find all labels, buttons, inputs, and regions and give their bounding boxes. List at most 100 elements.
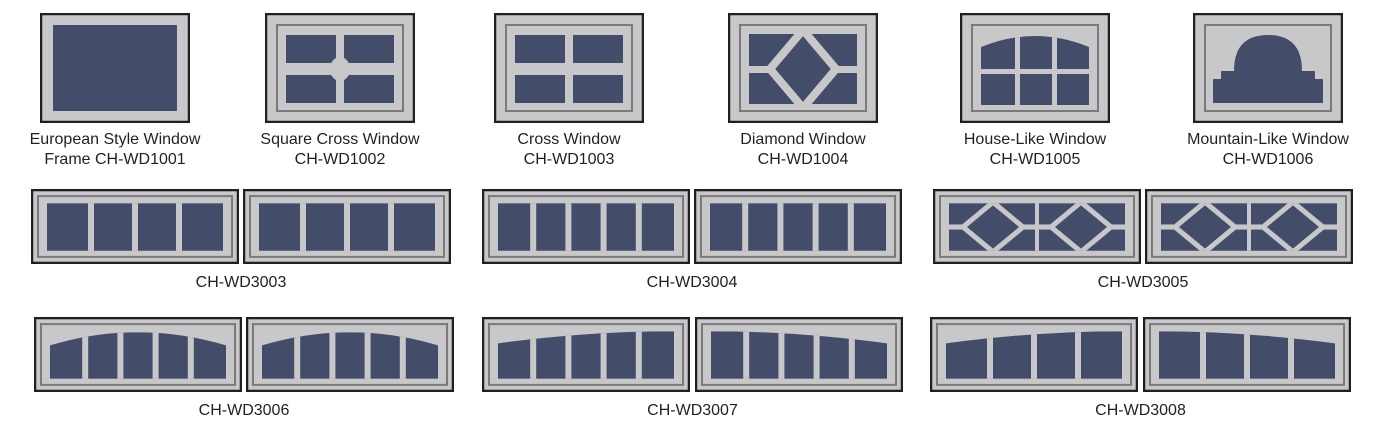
muntin-bar (187, 332, 194, 379)
window-diamond-panel (1145, 189, 1353, 264)
window-mountain (1193, 13, 1343, 123)
trim-line (700, 195, 896, 258)
window-frame (494, 13, 644, 123)
window-code-label: CH-WD3007 (647, 402, 738, 419)
muntin-bar (1200, 331, 1206, 379)
muntin-bar (847, 203, 854, 251)
muntin-bar (565, 331, 572, 379)
trim-line (488, 195, 684, 258)
window-slope-panel (930, 317, 1138, 392)
window-slope-panel (1143, 317, 1351, 392)
trim-line (936, 323, 1132, 386)
caption-line: Frame CH-WD1001 (44, 151, 186, 168)
caption-line: Cross Window (517, 131, 621, 148)
glass-pane (344, 35, 394, 63)
caption-line: Square Cross Window (260, 131, 420, 148)
muntin-bar (117, 332, 124, 379)
window-flat-panel (31, 189, 239, 264)
window-european (40, 13, 190, 123)
glass-pane (344, 75, 394, 103)
muntin-bar (635, 203, 642, 251)
muntin-bar (364, 332, 371, 379)
muntin-bar (132, 203, 138, 251)
muntin-bar (329, 332, 336, 379)
muntin-bar (1244, 331, 1250, 379)
caption-line: CH-WD1002 (294, 151, 386, 168)
caption-line: CH-WD1005 (989, 151, 1081, 168)
trim-line (249, 195, 445, 258)
trim-line (252, 323, 448, 386)
window-cross (494, 13, 644, 123)
glass-pane (515, 75, 565, 103)
trim-line (939, 195, 1135, 258)
muntin-bar (987, 331, 993, 379)
muntin-bar (1031, 331, 1037, 379)
caption-line: CH-WD1004 (757, 151, 849, 168)
window-flat-panel (694, 189, 902, 264)
glass-pane (262, 332, 438, 379)
muntin-bar (742, 203, 749, 251)
window-slope-panel (695, 317, 903, 392)
window-arch-panel (34, 317, 242, 392)
muntin-bar (294, 332, 301, 379)
muntin-bar (565, 203, 572, 251)
diamond-muntin (959, 203, 1027, 251)
muntin-bar (778, 331, 785, 379)
trim-line (971, 24, 1099, 112)
window-square-cross (265, 13, 415, 123)
glass-pane (573, 75, 623, 103)
muntin-bar (635, 331, 642, 379)
muntin-bar (82, 332, 89, 379)
trim-line (1204, 24, 1332, 112)
window-code-label: CH-WD3004 (646, 274, 738, 291)
muntin-bar (813, 331, 820, 379)
diamond-muntin (764, 34, 842, 104)
glass-pane (710, 203, 886, 251)
diamond-muntin (1259, 203, 1327, 251)
muntin-bar (743, 331, 750, 379)
window-house (960, 13, 1110, 123)
muntin-bar (600, 331, 607, 379)
trim-line (1149, 323, 1345, 386)
glass-pane (981, 36, 1089, 105)
caption-line: CH-WD1003 (523, 151, 615, 168)
muntin-bar (530, 203, 537, 251)
muntin-bar (981, 69, 1089, 74)
trim-line (37, 195, 233, 258)
muntin-bar (1035, 203, 1039, 251)
trim-line (1151, 195, 1347, 258)
window-code-label: CH-WD3008 (1095, 402, 1186, 419)
mountain-glass (1213, 35, 1323, 103)
muntin-bar (88, 203, 94, 251)
muntin-bar (600, 203, 607, 251)
muntin-bar (399, 332, 406, 379)
muntin-bar (388, 203, 394, 251)
muntin-bar (1247, 203, 1251, 251)
caption-line: Diamond Window (740, 131, 866, 148)
trim-line (505, 24, 633, 112)
window-arch-panel (246, 317, 454, 392)
trim-line (488, 323, 684, 386)
trim-line (739, 24, 867, 112)
trim-line (701, 323, 897, 386)
center-medallion (330, 57, 350, 81)
diamond-muntin (1047, 203, 1115, 251)
window-flat-panel (482, 189, 690, 264)
trim-line (40, 323, 236, 386)
glass-pane (53, 25, 177, 111)
muntin-bar (812, 203, 819, 251)
glass-pane (286, 35, 336, 63)
muntin-bar (848, 331, 855, 379)
window-code-label: CH-WD3003 (195, 274, 287, 291)
glass-pane (515, 35, 565, 63)
muntin-bar (1288, 331, 1294, 379)
glass-pane (573, 35, 623, 63)
muntin-bar (152, 332, 159, 379)
glass-pane (286, 75, 336, 103)
